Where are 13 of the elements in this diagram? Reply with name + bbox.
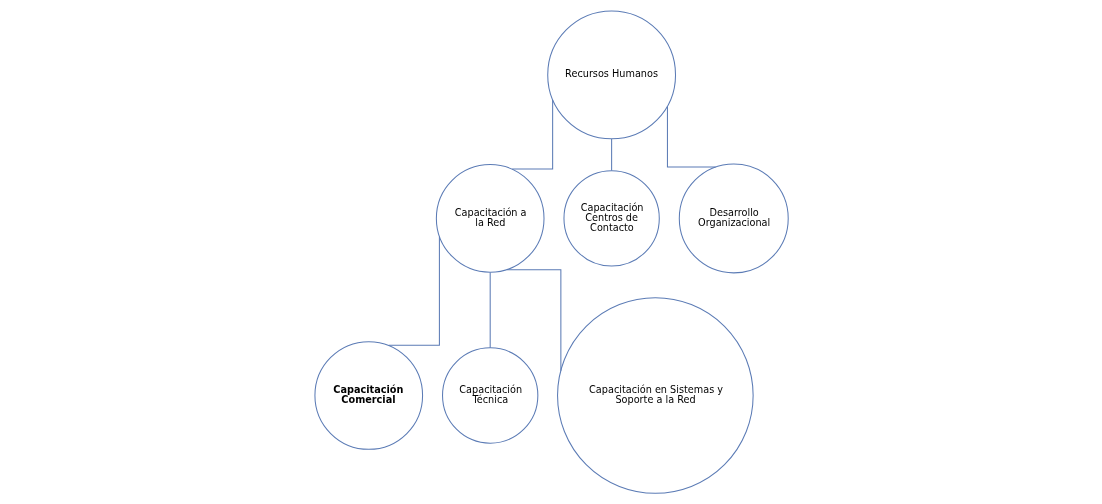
node-circle: Recursos Humanos [546, 10, 676, 140]
node-circle: Capacitación Técnica [441, 347, 538, 444]
connector [610, 138, 612, 172]
node-circle: Capacitación a la Red [435, 164, 545, 273]
connector [511, 99, 553, 170]
connector [506, 269, 561, 372]
node-circle: Desarrollo Organizacional [678, 163, 789, 274]
connector [489, 272, 491, 349]
node-circle: Capacitación Centros de Contacto [562, 170, 660, 267]
node-circle: Capacitación Comercial [313, 341, 423, 450]
node-circle: Capacitación en Sistemas y Soporte a la Red [556, 297, 754, 494]
connector [666, 105, 716, 168]
connector [387, 236, 440, 346]
